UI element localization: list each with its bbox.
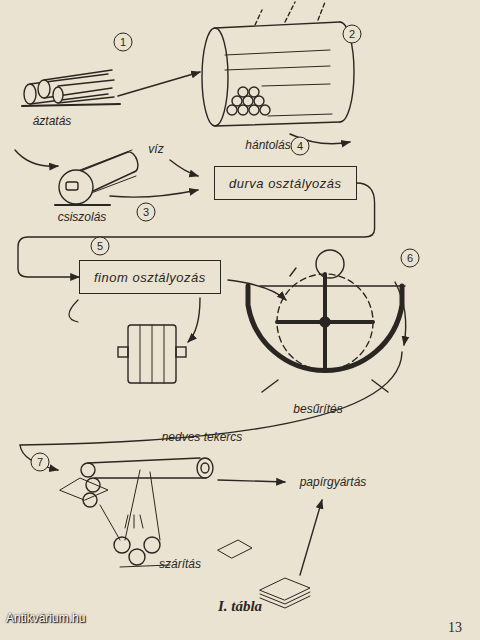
box-text: finom osztályozás (94, 270, 206, 285)
callout-number: 6 (401, 249, 420, 268)
callout-number: 2 (343, 25, 362, 44)
step-label: papírgyártás (300, 476, 367, 489)
paper-machine (60, 458, 310, 608)
process-box: durva osztályozás (214, 166, 357, 200)
callout-number: 1 (114, 33, 133, 52)
callout-number: 3 (137, 203, 156, 222)
caption: I. tábla (218, 598, 262, 615)
callout-number: 4 (291, 137, 310, 156)
label: víz (148, 143, 163, 156)
process-box: finom osztályozás (79, 260, 221, 294)
step-label: besűrítés (293, 403, 342, 416)
barking-drum (202, 2, 354, 144)
box-text: durva osztályozás (229, 176, 342, 191)
screen-drum (118, 325, 186, 383)
callout-number: 5 (91, 237, 110, 256)
watermark: Antikvárium.hu (6, 612, 85, 625)
callout-number: 7 (31, 453, 50, 472)
thickener (248, 250, 406, 392)
step-label: szárítás (159, 558, 201, 571)
step-label: áztatás (33, 115, 72, 128)
logs (22, 70, 120, 106)
page-number: 13 (448, 620, 462, 635)
step-label: hántolás (245, 139, 290, 152)
step-label: nedves tekercs (162, 431, 243, 444)
step-label: csiszolás (58, 211, 107, 224)
